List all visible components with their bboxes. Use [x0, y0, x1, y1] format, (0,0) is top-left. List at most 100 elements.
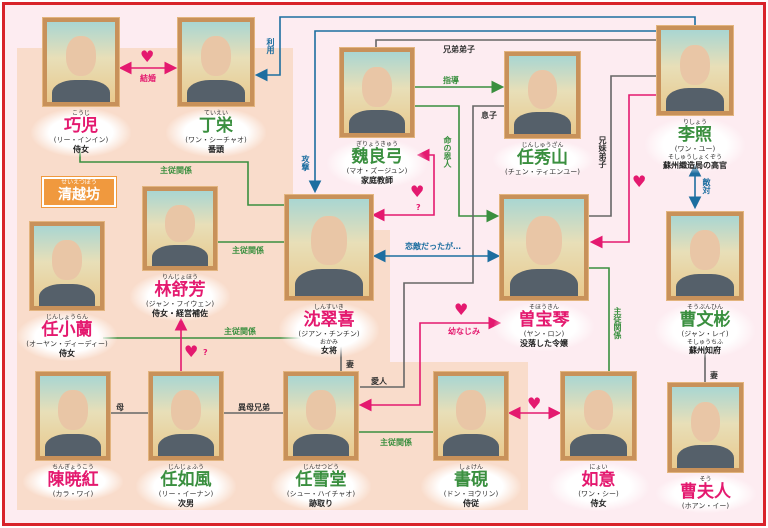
name-ruby: そうぶんひん: [686, 304, 723, 311]
actor-name: (ワン・ユー): [674, 145, 716, 153]
heart-icon: ♥: [454, 300, 469, 319]
sibling-disciples-line: [588, 75, 657, 217]
place-name: 清越坊: [58, 187, 100, 203]
portrait-shencuixi: [284, 194, 374, 301]
character-label-renxiaolan: じんしょうらん任小蘭(オーヤン・ディーディー)侍女: [17, 312, 117, 361]
heart-icon: ♥: [184, 342, 199, 361]
relation-label: ?: [203, 348, 208, 357]
relation-label: 主従関係: [613, 307, 622, 339]
portrait-zengbaoqin: [499, 194, 589, 301]
character-role: 蘇州織造局の高官: [663, 161, 727, 170]
name-ruby: りしょう: [682, 119, 707, 126]
relation-label: 愛人: [371, 377, 387, 386]
heart-icon: ♥: [632, 172, 647, 191]
relation-label: 恋敵だったが…: [405, 242, 461, 251]
character-role: 侍従: [463, 499, 479, 508]
portrait-caowenbin: [666, 211, 744, 301]
actor-name: (ヤン・ロン): [523, 330, 565, 338]
name-ruby: そほうきん: [528, 304, 559, 311]
heart-icon: ♥: [410, 182, 425, 201]
character-label-renxuetang: じんせつどう任雪堂(シュー・ハイチャオ)跡取り: [271, 462, 371, 511]
relation-label: 兄弟弟子: [443, 45, 475, 54]
relation-label: 妻: [346, 360, 354, 369]
character-label-shencuixi: しんすいき沈翠喜(ジアン・チンチン)おかみ女将: [279, 302, 379, 358]
relation-label: 敵対: [702, 178, 711, 194]
character-label-caofuren: そう曹夫人(ホアン・イー): [655, 474, 756, 513]
character-label-shuyan: しょけん書硯(ドン・ヨウリン)侍従: [421, 462, 521, 511]
relation-label: 命の恩人: [443, 136, 452, 168]
actor-name: (ワン・シーチャオ): [185, 136, 247, 144]
relation-label: 主従関係: [232, 246, 264, 255]
character-name: 曽宝琴: [518, 310, 570, 330]
relation-label: ?: [416, 203, 421, 212]
character-role: 蘇州知府: [689, 346, 721, 355]
relation-label: 主従関係: [224, 327, 256, 336]
relation-label: 結婚: [140, 74, 156, 83]
character-name: 林舒芳: [154, 280, 206, 300]
character-name: 任如風: [160, 470, 212, 490]
relation-label: 指導: [443, 76, 459, 85]
actor-name: (マオ・ズージュン): [346, 167, 408, 175]
childhood-friends-line: [358, 316, 502, 412]
place-ruby: せいえつぼう: [61, 179, 97, 186]
portrait-renrufeng: [148, 371, 224, 461]
character-label-weiliangong: ぎりょうきゅう魏良弓(マオ・ズージュン)家庭教師: [327, 139, 427, 188]
actor-name: (ジアン・チンチン): [298, 330, 360, 338]
character-label-ruyi: にょい如意(ワン・シー)侍女: [548, 462, 649, 511]
weiliangong-love-line: [371, 148, 435, 222]
savior-line: [413, 105, 500, 223]
role-ruby: おかみ: [319, 339, 338, 346]
portrait-renxiaolan: [29, 221, 105, 311]
name-ruby: こうじ: [71, 110, 90, 117]
actor-name: (カラ・ワイ): [52, 490, 94, 498]
character-role: 侍女: [73, 145, 89, 154]
character-role: 没落した令嬢: [520, 339, 568, 348]
name-ruby: じんじょふう: [167, 464, 204, 471]
portrait-chenxiaohong: [35, 371, 111, 461]
actor-name: (ドン・ヨウリン): [443, 490, 499, 498]
heart-icon: ♥: [140, 47, 155, 66]
name-ruby: じんしゅうざん: [521, 142, 564, 149]
portrait-ruyi: [560, 371, 637, 461]
portrait-renxiushan: [504, 51, 581, 139]
name-ruby: じんしょうらん: [45, 314, 88, 321]
lizhao-love-line: [589, 94, 657, 249]
portrait-qiaoer: [42, 17, 120, 107]
name-ruby: りんじょほう: [161, 274, 198, 281]
actor-name: (リー・インイン): [53, 136, 109, 144]
character-role: 侍女: [59, 349, 75, 358]
actor-name: (オーヤン・ディーディー): [26, 340, 108, 348]
actor-name: (チェン・ティエンユー): [504, 168, 581, 176]
character-name: 書硯: [454, 470, 488, 490]
relation-label: 異母兄弟: [238, 403, 270, 412]
portrait-weiliangong: [339, 47, 415, 138]
character-name: 曹夫人: [680, 482, 731, 502]
character-name: 任秀山: [517, 148, 568, 168]
relation-label: 幼なじみ: [448, 327, 480, 336]
relation-label: 攻撃: [301, 155, 310, 171]
portrait-caofuren: [667, 382, 744, 473]
actor-name: (ジャン・フイウェン): [145, 300, 215, 308]
place-label: せいえつぼう 清越坊: [41, 176, 117, 208]
character-label-caowenbin: そうぶんひん曹文彬(ジャン・レイ)そしゅうちふ蘇州知府: [655, 302, 755, 358]
relation-label: 利用: [266, 38, 275, 54]
character-name: 巧児: [64, 116, 98, 136]
character-name: 陳暁紅: [47, 470, 99, 490]
character-name: 曹文彬: [679, 310, 731, 330]
relation-label: 息子: [481, 111, 497, 120]
heart-icon: ♥: [527, 394, 542, 413]
character-name: 魏良弓: [351, 147, 403, 167]
character-name: 沈翠喜: [303, 310, 355, 330]
character-name: 任雪堂: [295, 470, 347, 490]
fellow-disciples-line: [375, 39, 657, 48]
character-label-renrufeng: じんじょふう任如風(リー・イーナン)次男: [136, 462, 236, 511]
relation-label: 母: [116, 403, 124, 412]
character-label-chenxiaohong: ちんぎょうこう陳暁紅(カラ・ワイ): [23, 462, 123, 501]
character-role: 跡取り: [309, 499, 333, 508]
name-ruby: しょけん: [458, 464, 483, 471]
name-ruby: にょい: [589, 464, 608, 471]
character-label-zengbaoqin: そほうきん曽宝琴(ヤン・ロン)没落した令嬢: [494, 302, 594, 351]
actor-name: (シュー・ハイチャオ): [286, 490, 356, 498]
role-ruby: そしゅうちふ: [686, 339, 723, 346]
